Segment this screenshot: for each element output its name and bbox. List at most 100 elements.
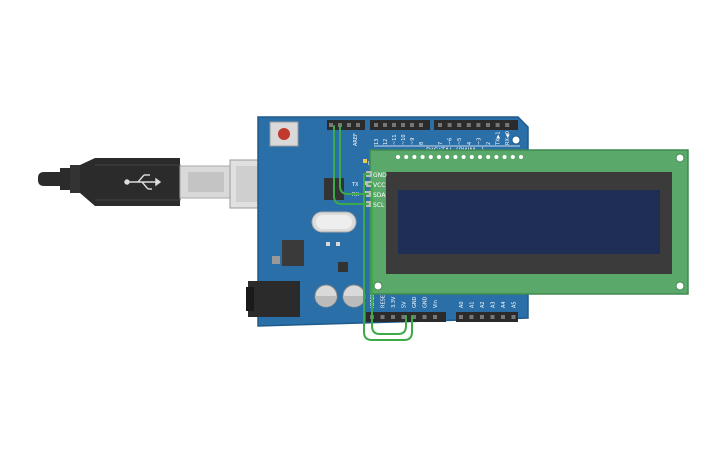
header-pin[interactable] <box>347 123 351 127</box>
power-pin-label: Vin <box>433 300 439 308</box>
power-pin[interactable] <box>422 315 427 319</box>
lcd-pin-hole <box>478 155 482 159</box>
digital-pin-label: ~10 <box>401 134 407 145</box>
wire-sda[interactable] <box>339 125 369 195</box>
digital-pin-label: ~9 <box>410 138 416 145</box>
digital-pin-label: ~6 <box>448 138 454 145</box>
analog-pin[interactable] <box>490 315 495 319</box>
lcd-pin-hole <box>494 155 499 159</box>
power-pin[interactable] <box>401 315 406 319</box>
lcd-screen <box>398 190 660 254</box>
i2c-scl-label: SCL <box>373 202 385 209</box>
power-pin[interactable] <box>391 315 395 319</box>
wire-vcc[interactable] <box>368 183 407 335</box>
lcd-pin-holes <box>396 155 523 159</box>
analog-pin[interactable] <box>469 315 474 319</box>
analog-pin[interactable] <box>511 315 516 319</box>
voltage-regulator <box>282 240 304 266</box>
top-header-left <box>327 120 365 130</box>
analog-pin[interactable] <box>459 315 463 319</box>
usb-strain-relief-1 <box>60 168 70 190</box>
digital-pin[interactable] <box>392 123 396 127</box>
digital-pin[interactable] <box>486 123 490 127</box>
power-pin[interactable] <box>433 315 437 319</box>
digital-pin-label: 7 <box>438 142 444 145</box>
power-pin-label: RESET <box>381 291 387 308</box>
digital-pin[interactable] <box>438 123 442 127</box>
digital-pin-label: 4 <box>467 142 473 145</box>
header-pin[interactable] <box>356 123 360 127</box>
digital-pin[interactable] <box>466 123 471 127</box>
lcd-pin-hole <box>396 155 400 159</box>
lcd-pin-hole <box>502 155 507 159</box>
lcd-pin-hole <box>420 155 425 159</box>
usb-strain-relief-2 <box>70 165 80 193</box>
power-pin[interactable] <box>380 315 385 319</box>
digital-pin[interactable] <box>383 123 387 127</box>
analog-pin-label: A0 <box>459 301 465 308</box>
analog-pin-label: A5 <box>512 301 518 308</box>
analog-header <box>456 312 518 322</box>
lcd-pin-hole <box>445 155 450 159</box>
power-pin[interactable] <box>412 315 416 319</box>
reset-button-cap[interactable] <box>278 128 290 140</box>
digital-pin-label: 2 <box>486 142 492 145</box>
lcd-pin-hole <box>412 155 417 159</box>
power-pin-label: GND <box>412 296 418 308</box>
power-pin-label: 3.3V <box>391 296 397 308</box>
analog-pin-label: A3 <box>491 301 497 308</box>
wire-scl[interactable] <box>333 125 369 205</box>
usb-cable-end <box>38 172 62 186</box>
digital-pin[interactable] <box>457 123 462 127</box>
lcd-pin-hole <box>453 155 458 159</box>
digital-pin[interactable] <box>419 123 423 127</box>
top-header-right <box>434 120 518 130</box>
digital-pin-label: RX◀0 <box>505 131 511 145</box>
digital-pin[interactable] <box>447 123 452 127</box>
power-pin-label: 5V <box>402 301 408 308</box>
digital-pin[interactable] <box>495 123 500 127</box>
digital-pin-label: 8 <box>419 142 425 145</box>
power-jack <box>248 281 300 317</box>
analog-pin-label: A2 <box>480 301 486 308</box>
lcd-pin-hole <box>437 155 441 159</box>
aref-label: AREF <box>353 133 359 146</box>
digital-pin-label: TX▶1 <box>496 131 502 146</box>
smd-chip <box>338 262 348 272</box>
lcd-pin-hole <box>510 155 515 159</box>
header-pin[interactable] <box>329 123 333 127</box>
digital-pin-label: ~11 <box>392 134 398 145</box>
lcd-pin-hole <box>469 155 474 159</box>
digital-pin-label: ~5 <box>457 138 463 145</box>
lcd-module[interactable]: GND VCC SDA SCL <box>366 149 689 295</box>
i2c-sda-label: SDA <box>373 192 386 199</box>
wires <box>333 125 413 341</box>
digital-pin-label: 12 <box>383 139 389 145</box>
analog-pin[interactable] <box>480 315 484 319</box>
wire-gnd[interactable] <box>363 173 413 341</box>
power-pin-label: GND <box>423 296 429 308</box>
digital-pin[interactable] <box>505 123 510 127</box>
digital-pin-label: 13 <box>374 139 380 145</box>
lcd-pin-hole <box>428 155 433 159</box>
digital-pin[interactable] <box>410 123 414 127</box>
digital-pin[interactable] <box>476 123 481 127</box>
i2c-gnd-label: GND <box>373 172 387 179</box>
lcd-pin-hole <box>519 155 523 159</box>
tx-label: TX <box>351 182 359 188</box>
usb-cable[interactable] <box>38 158 231 206</box>
top-header-mid <box>370 120 430 130</box>
analog-pin[interactable] <box>501 315 505 319</box>
analog-pin-label: A1 <box>470 301 476 308</box>
analog-pin-labels: A0 A1 A2 A3 A4 A5 <box>459 301 518 319</box>
usb-icon <box>124 174 162 190</box>
i2c-vcc-label: VCC <box>373 182 385 189</box>
digital-pin[interactable] <box>374 123 378 127</box>
lcd-pin-hole <box>404 155 409 159</box>
lcd-pin-hole <box>461 155 466 159</box>
digital-pin[interactable] <box>401 123 405 127</box>
analog-pin-label: A4 <box>501 301 507 308</box>
